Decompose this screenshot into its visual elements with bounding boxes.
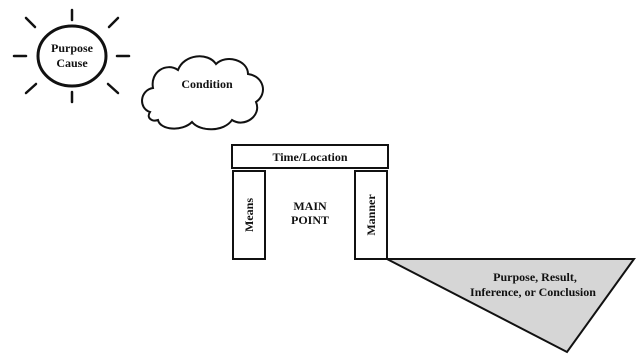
lintel-time-location: Time/Location <box>231 144 389 169</box>
pillar-means: Means <box>232 170 266 260</box>
main-point-line2: POINT <box>291 213 329 227</box>
pillar-manner-box <box>354 170 388 260</box>
cloud-label: Condition <box>181 77 233 91</box>
sun-purpose-cause: Purpose Cause <box>12 8 131 104</box>
sun-label-line2: Cause <box>56 56 88 70</box>
cloud-shape <box>141 55 264 131</box>
wedge-shape <box>386 258 636 354</box>
main-point: MAIN POINT <box>291 199 329 227</box>
wedge-label-line2: Inference, or Conclusion <box>470 285 596 299</box>
pillar-manner: Manner <box>354 170 388 260</box>
lintel-box <box>231 144 389 169</box>
wedge-label-line1: Purpose, Result, <box>493 270 577 284</box>
sun-circle <box>36 24 108 88</box>
sun-label-line1: Purpose <box>51 41 94 55</box>
wedge-result: Purpose, Result, Inference, or Conclusio… <box>386 258 636 354</box>
main-point-line1: MAIN <box>293 199 327 213</box>
pillar-manner-label: Manner <box>364 194 378 236</box>
cloud-condition: Condition <box>141 55 264 131</box>
pillar-means-label: Means <box>242 198 256 232</box>
lintel-label: Time/Location <box>272 150 347 164</box>
sun-rays <box>12 8 131 104</box>
pillar-means-box <box>232 170 266 260</box>
